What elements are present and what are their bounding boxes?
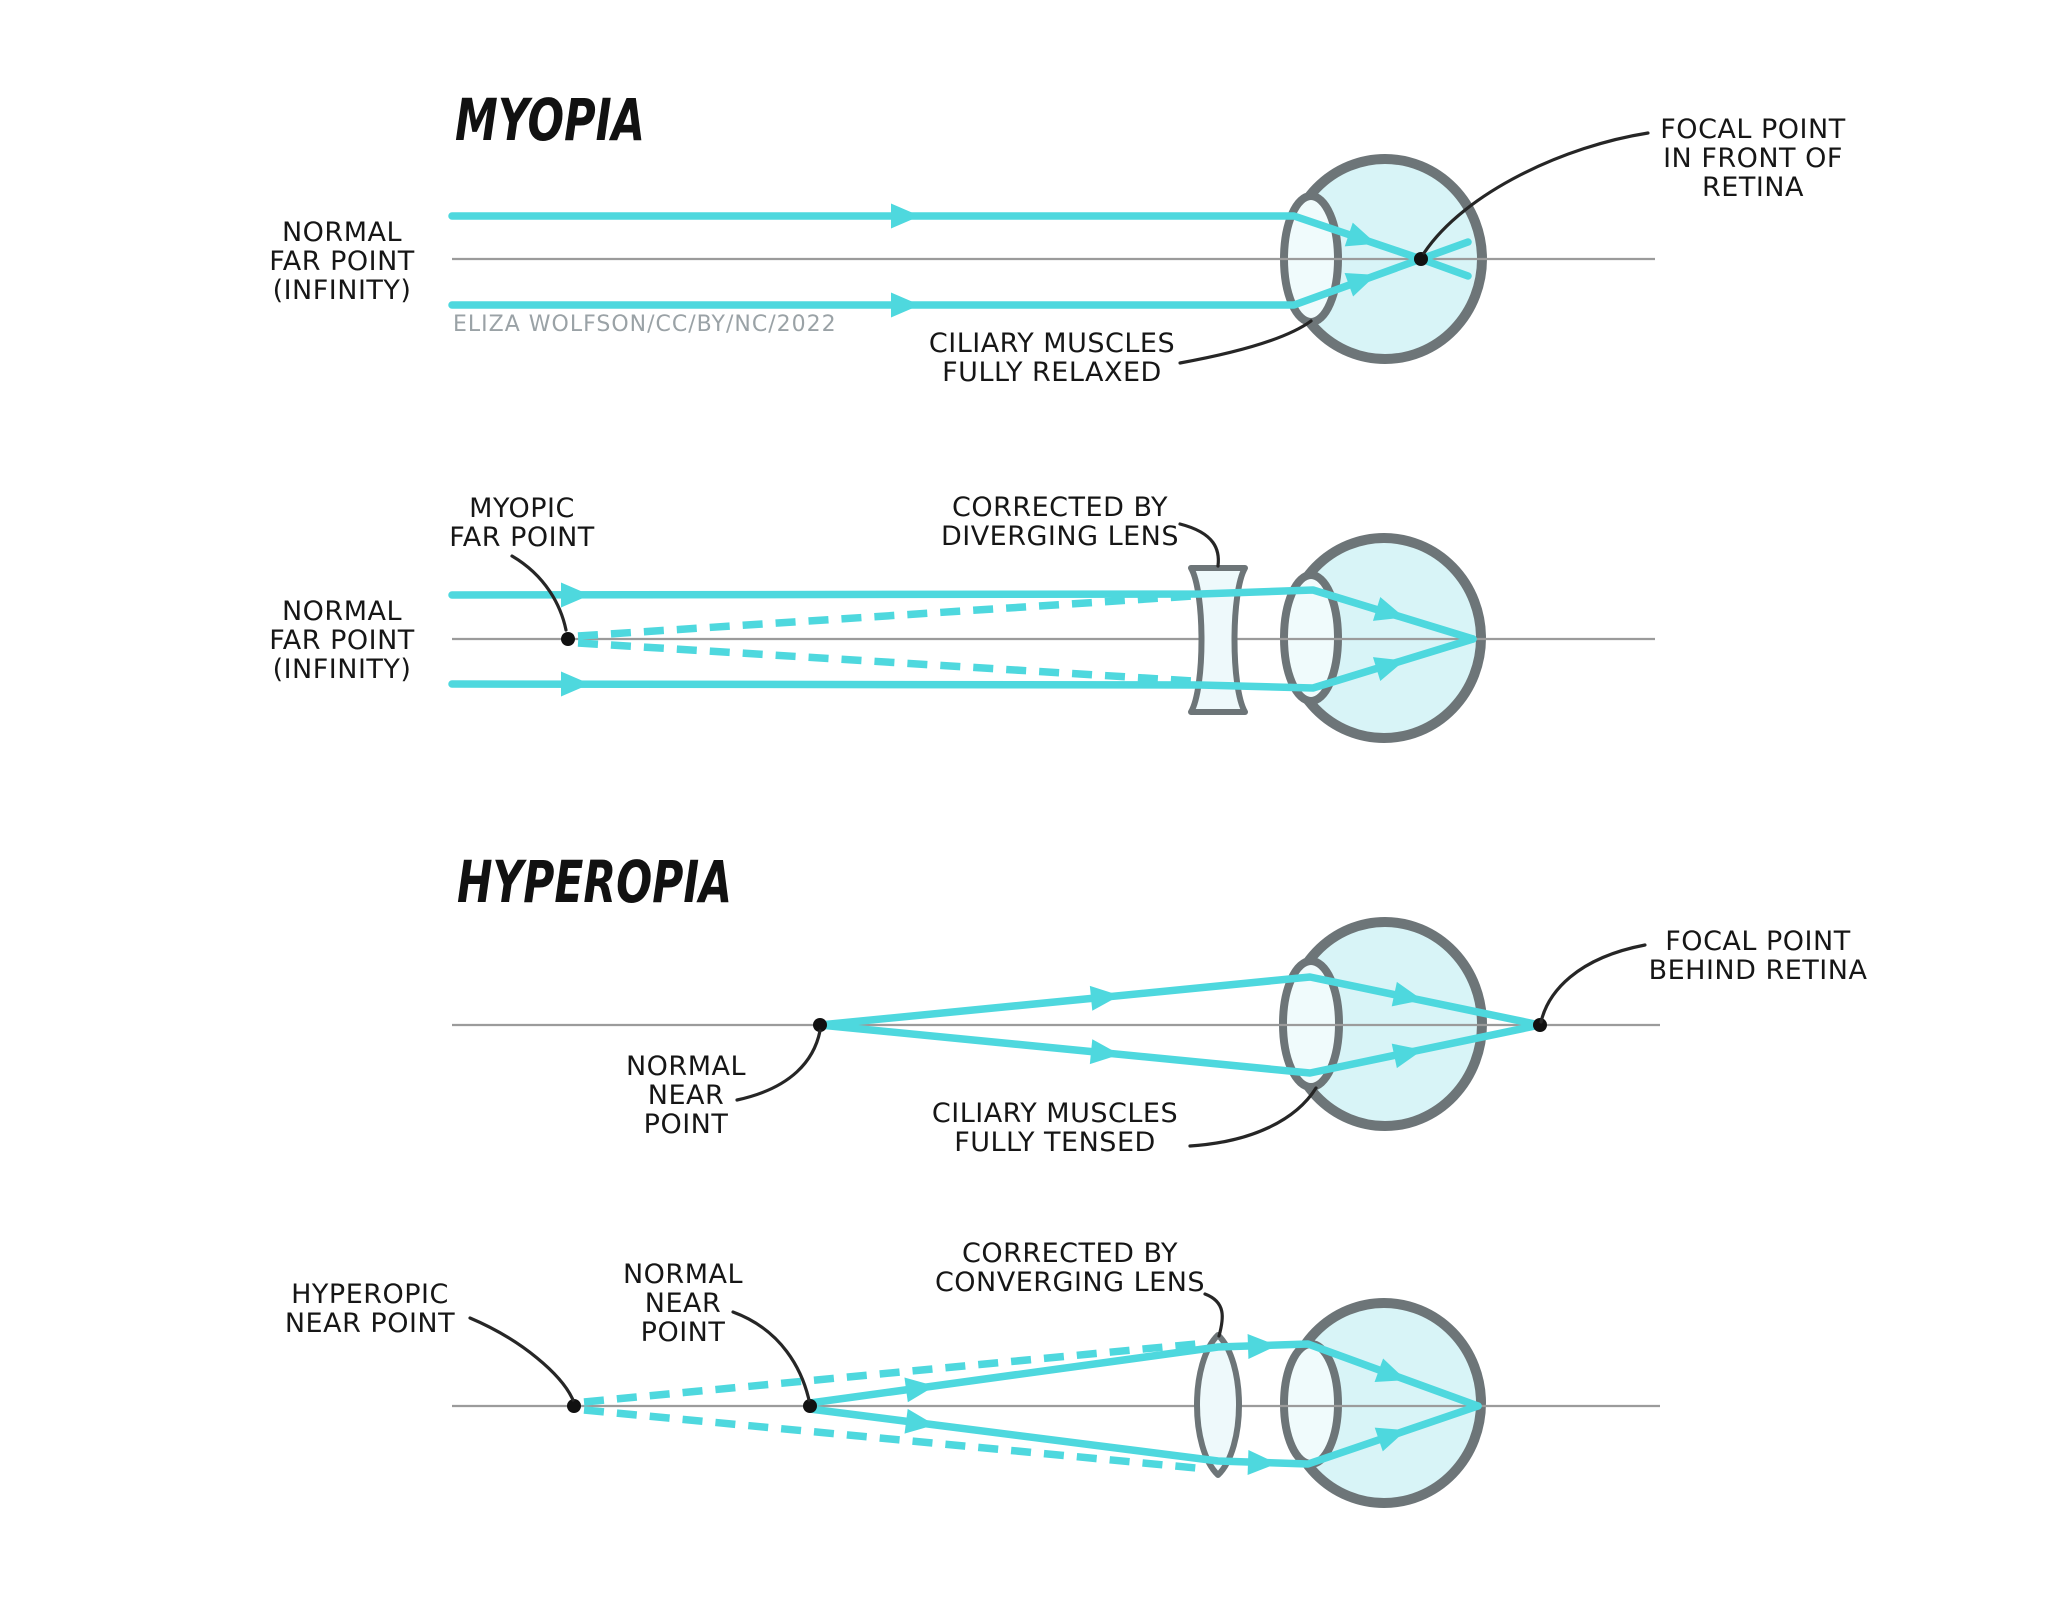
- normal-near-point-label: NEAR: [648, 1080, 725, 1111]
- focal-point-dot: [567, 1399, 581, 1413]
- ray-arrowhead: [891, 203, 920, 229]
- myopic-far-point-connector: [510, 554, 568, 632]
- ciliary-relaxed-label: FULLY RELAXED: [942, 357, 1162, 388]
- ray-arrowhead: [561, 582, 590, 608]
- hyperopic-near-point-label: NEAR POINT: [285, 1308, 455, 1339]
- normal-near-point-label: NORMAL: [626, 1051, 746, 1082]
- light-ray: [816, 973, 1544, 1029]
- ray-arrowhead: [1374, 1358, 1407, 1382]
- normal-far-point-label: NORMAL: [282, 217, 402, 248]
- normal-near-point-label: NORMAL: [623, 1259, 743, 1290]
- credit-text: ELIZA WOLFSON/CC/BY/NC/2022: [453, 312, 837, 337]
- converging-lens-label: CORRECTED BY: [962, 1238, 1178, 1269]
- converging-lens: [1194, 1332, 1242, 1478]
- myopic-far-point-label: FAR POINT: [449, 522, 595, 553]
- ray-arrowhead: [904, 1377, 935, 1403]
- normal-near-point-connector: [731, 1310, 811, 1402]
- ray-arrowhead: [1391, 981, 1423, 1007]
- ray-arrowhead: [1247, 1333, 1277, 1359]
- diverging-lens-label: CORRECTED BY: [952, 492, 1168, 523]
- ray-arrowhead: [1089, 1039, 1120, 1065]
- ray-arrowhead: [1374, 1427, 1407, 1452]
- focal-point-dot: [561, 632, 575, 646]
- focal-point-front-label: RETINA: [1702, 172, 1804, 203]
- normal-far-point-label: FAR POINT: [269, 246, 415, 277]
- virtual-ray-dashed: [583, 1340, 1197, 1406]
- focal-point-dot: [803, 1399, 817, 1413]
- ray-arrowhead: [1372, 657, 1405, 682]
- converging-lens-connector: [1203, 1292, 1224, 1338]
- myopic-far-point-label: MYOPIC: [469, 493, 575, 524]
- focal-point-dot: [1533, 1018, 1547, 1032]
- ray-arrowhead: [1089, 985, 1120, 1011]
- focal-point-behind-label: BEHIND RETINA: [1649, 955, 1868, 986]
- diverging-lens: [1188, 565, 1248, 715]
- virtual-ray-dashed: [577, 592, 1194, 640]
- normal-far-point-label: (INFINITY): [273, 654, 412, 685]
- section-title-myopia: MYOPIA: [455, 86, 645, 154]
- normal-near-point-label: POINT: [641, 1317, 726, 1348]
- ray-arrowhead: [1391, 1043, 1423, 1069]
- ciliary-relaxed-label: CILIARY MUSCLES: [929, 328, 1175, 359]
- normal-far-point-label: (INFINITY): [273, 275, 412, 306]
- focal-point-dot: [813, 1018, 827, 1032]
- normal-near-point-label: POINT: [644, 1109, 729, 1140]
- normal-far-point-label: FAR POINT: [269, 625, 415, 656]
- ray-arrowhead: [891, 292, 920, 318]
- ciliary-tensed-label: FULLY TENSED: [954, 1127, 1156, 1158]
- ray-arrowhead: [1247, 1450, 1277, 1476]
- section-title-hyperopia: HYPEROPIA: [457, 848, 732, 916]
- ray-arrowhead: [1344, 273, 1377, 297]
- focal-point-front-connector: [1422, 131, 1650, 255]
- light-ray: [816, 1021, 1544, 1077]
- ciliary-tensed-connector: [1188, 1086, 1318, 1148]
- normal-near-point-connector: [735, 1029, 822, 1102]
- focal-point-behind-connector: [1539, 943, 1647, 1024]
- diverging-lens-connector: [1178, 522, 1220, 568]
- normal-far-point-label: NORMAL: [282, 596, 402, 627]
- ciliary-relaxed-connector: [1178, 319, 1313, 365]
- virtual-ray-dashed: [583, 1406, 1197, 1472]
- focal-point-front-label: IN FRONT OF: [1663, 143, 1843, 174]
- ciliary-tensed-label: CILIARY MUSCLES: [932, 1098, 1178, 1129]
- ray-arrowhead: [904, 1408, 935, 1434]
- focal-point-front-label: FOCAL POINT: [1660, 114, 1845, 145]
- normal-near-point-label: NEAR: [645, 1288, 722, 1319]
- virtual-ray-dashed: [577, 639, 1194, 685]
- converging-lens-label: CONVERGING LENS: [935, 1267, 1205, 1298]
- focal-point-behind-label: FOCAL POINT: [1665, 926, 1850, 957]
- hyperopic-near-point-label: HYPEROPIC: [291, 1279, 449, 1310]
- focal-point-dot: [1414, 252, 1428, 266]
- cornea-lens: [1280, 1340, 1342, 1468]
- ray-arrowhead: [1344, 222, 1377, 247]
- ray-arrowhead: [561, 671, 590, 697]
- diverging-lens-label: DIVERGING LENS: [941, 521, 1179, 552]
- ray-arrowhead: [1372, 596, 1405, 621]
- hyperopic-near-point-connector: [468, 1316, 575, 1402]
